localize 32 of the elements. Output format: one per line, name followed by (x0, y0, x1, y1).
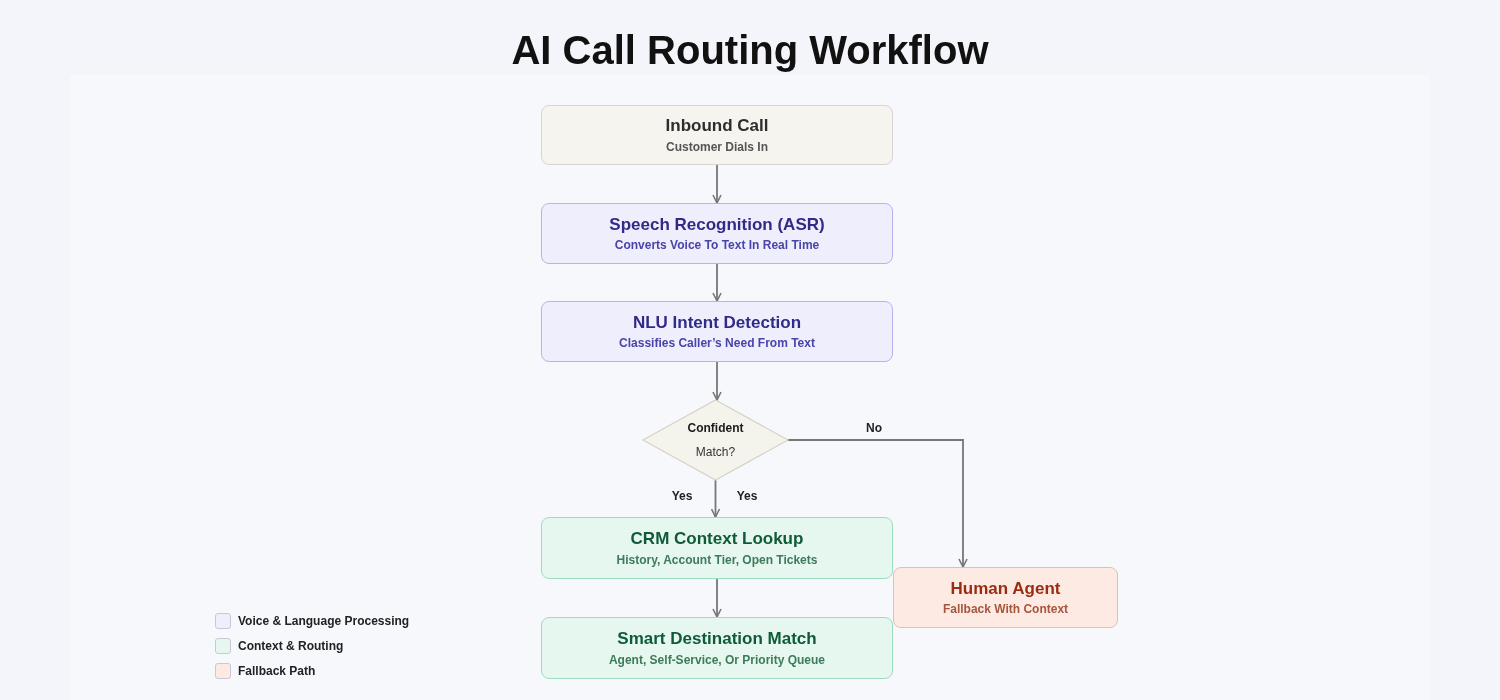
arrow (712, 361, 722, 401)
box-title: Human Agent (950, 577, 1061, 600)
process-box (541, 517, 893, 579)
process-box (541, 105, 893, 165)
box-subtitle: Fallback With Context (942, 602, 1069, 618)
legend-label: Voice & Language Processing (238, 613, 410, 630)
decision-sublabel: Match? (695, 444, 736, 461)
legend-label: Context & Routing (238, 638, 344, 655)
box-title: Inbound Call (665, 115, 769, 137)
process-box (541, 617, 893, 679)
decision-diamond (641, 399, 790, 481)
branch-label: Yes (735, 488, 759, 505)
diagram-title: AI Call Routing Workflow (510, 27, 990, 74)
box-title: CRM Context Lookup (630, 528, 804, 550)
decision-label: Confident (687, 420, 744, 437)
box-subtitle: History, Account Tier, Open Tickets (616, 552, 818, 568)
box-subtitle: Classifies Caller’s Need From Text (619, 336, 815, 352)
arrow (712, 164, 722, 204)
process-box (893, 567, 1118, 628)
arrow (787, 439, 968, 568)
box-subtitle: Converts Voice To Text In Real Time (614, 238, 820, 254)
box-title: Speech Recognition (ASR) (609, 213, 825, 236)
arrow (712, 578, 722, 618)
box-subtitle: Agent, Self-Service, Or Priority Queue (608, 652, 826, 668)
arrow (710, 479, 721, 518)
legend-label: Fallback Path (238, 663, 316, 680)
box-title: Smart Destination Match (617, 628, 817, 650)
process-box (541, 203, 893, 264)
process-box (541, 301, 893, 362)
box-subtitle: Customer Dials In (666, 139, 768, 155)
box-title: NLU Intent Detection (632, 311, 802, 334)
arrow (712, 263, 722, 302)
